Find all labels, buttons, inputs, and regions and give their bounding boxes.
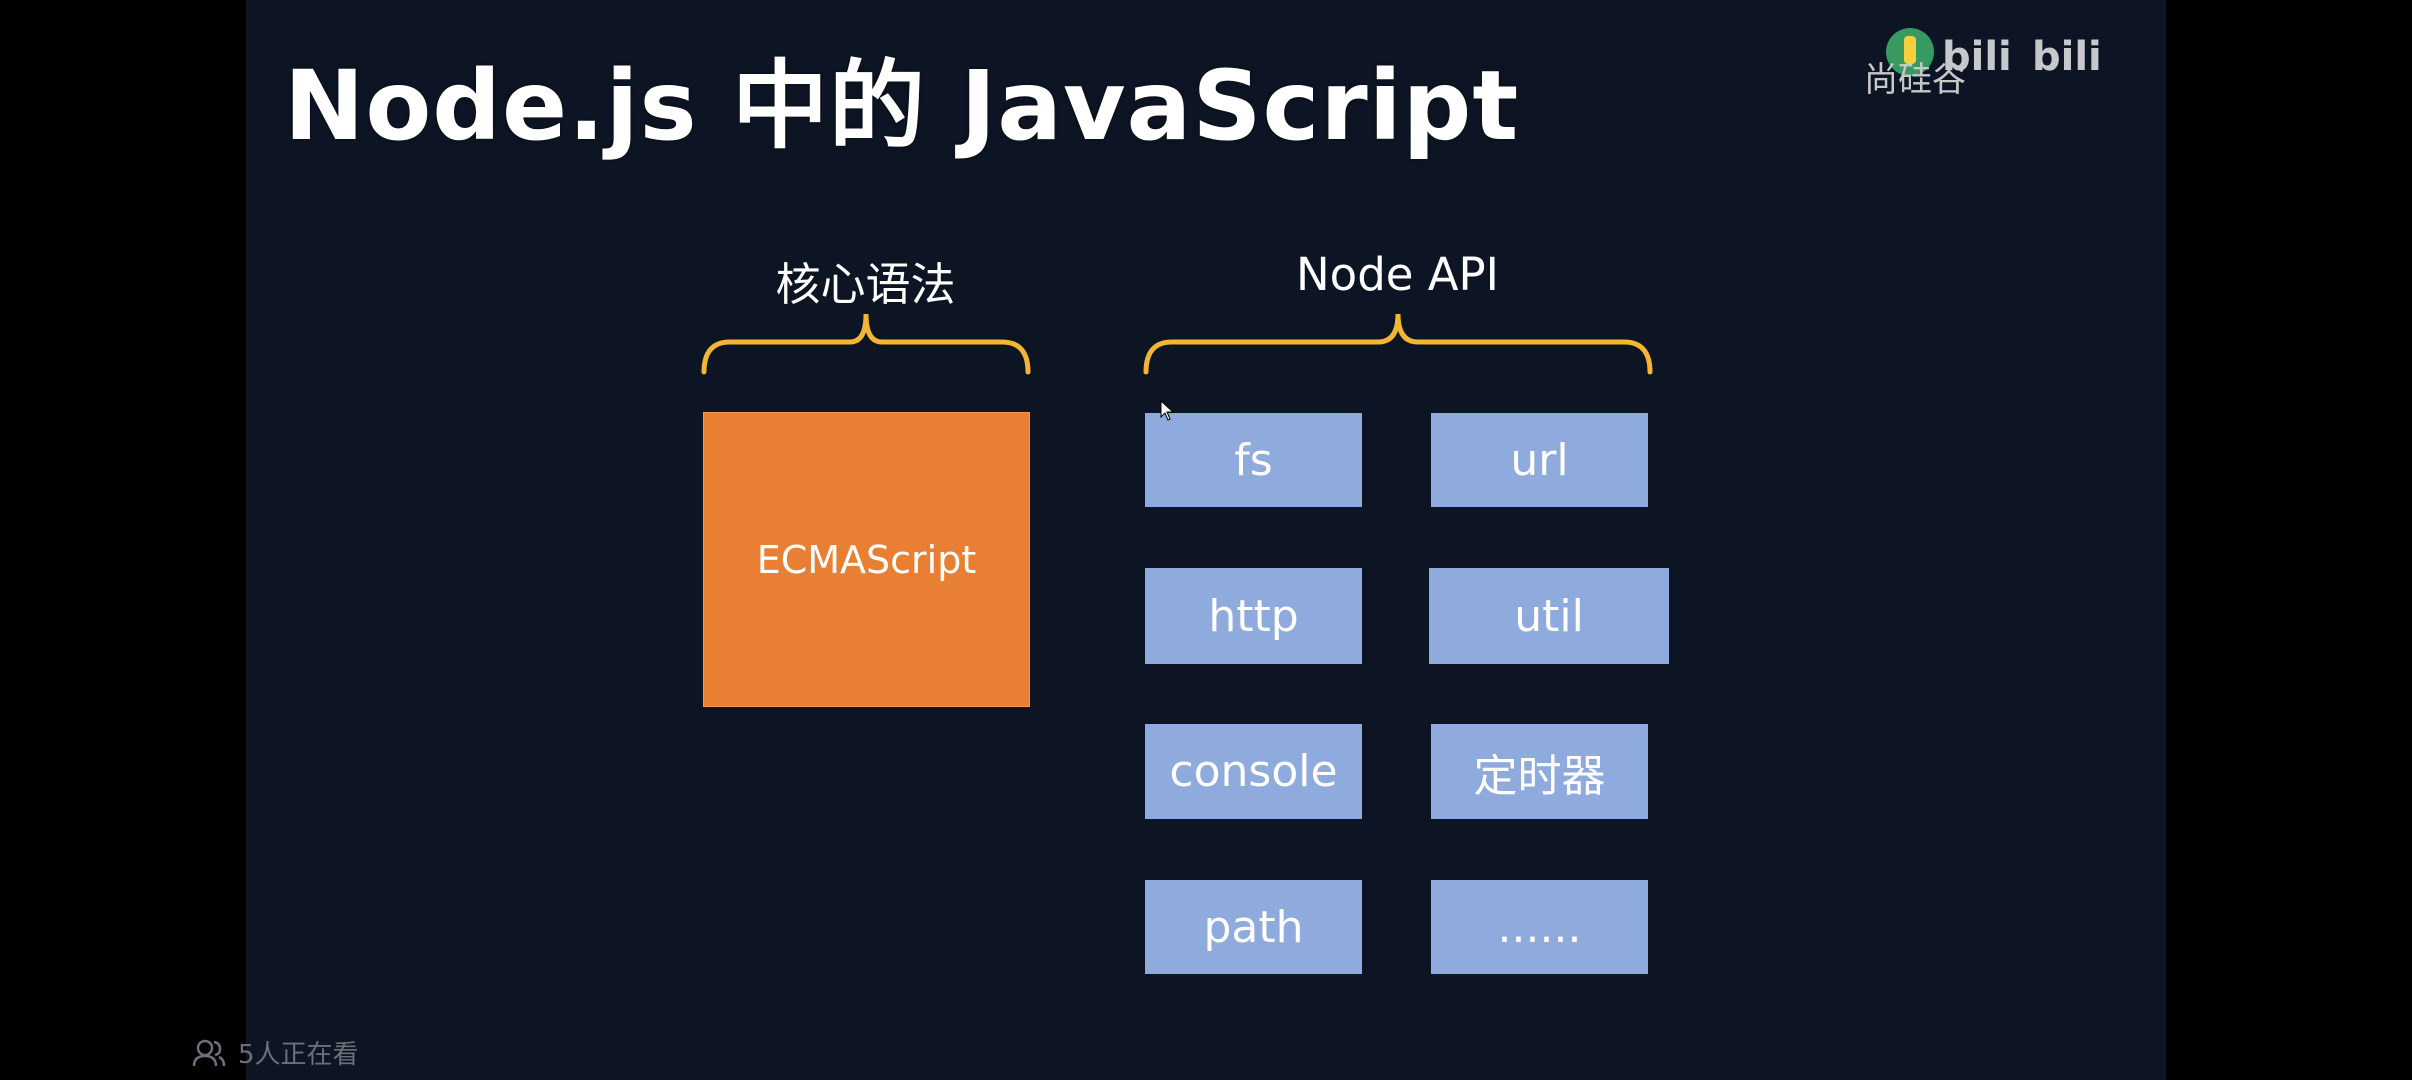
people-icon xyxy=(192,1039,226,1066)
api-box-timer: 定时器 xyxy=(1431,724,1648,819)
live-viewers: 5人正在看 xyxy=(192,1034,359,1071)
svg-text:bili: bili xyxy=(1942,34,2012,80)
api-box-path: path xyxy=(1145,880,1362,974)
ecmascript-box: ECMAScript xyxy=(703,412,1030,707)
bilibili-logo-icon: bili bili xyxy=(1886,28,2102,80)
api-box-console: console xyxy=(1145,724,1362,819)
svg-text:bili: bili xyxy=(2032,34,2102,80)
slide-title: Node.js 中的 JavaScript xyxy=(284,50,1520,162)
core-syntax-label: 核心语法 xyxy=(775,258,956,311)
api-box-util: util xyxy=(1429,568,1669,664)
api-box-http: http xyxy=(1145,568,1362,664)
node-api-label: Node API xyxy=(1296,248,1499,301)
api-box-more: ...... xyxy=(1431,880,1648,974)
api-brace xyxy=(1143,313,1653,375)
mouse-cursor-icon xyxy=(1160,400,1175,421)
api-box-fs: fs xyxy=(1145,413,1362,507)
core-brace xyxy=(701,313,1031,375)
brand-watermark: 尚硅谷 xyxy=(1864,60,1966,100)
api-box-url: url xyxy=(1431,413,1648,507)
viewers-count-text: 5人正在看 xyxy=(238,1040,359,1070)
